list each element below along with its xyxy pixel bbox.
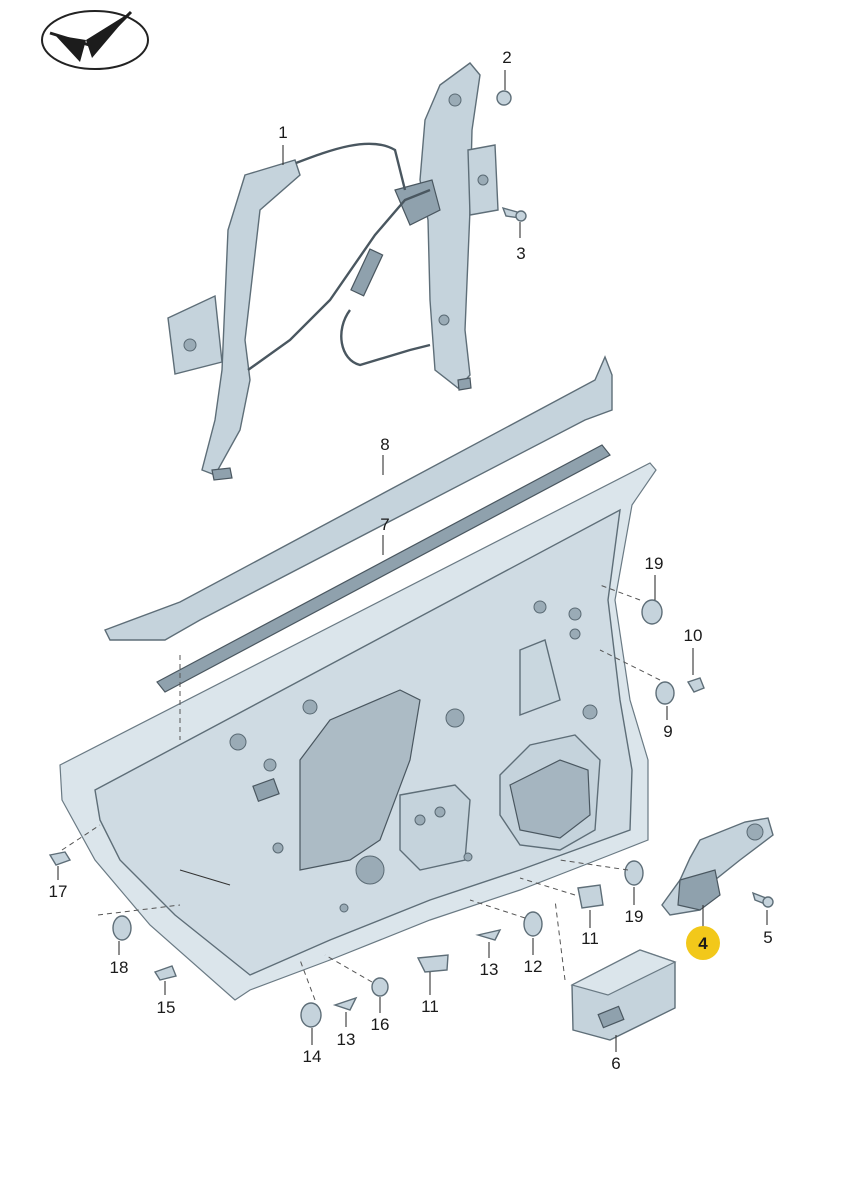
screw-part-5 — [751, 891, 774, 908]
callout-10: 10 — [684, 626, 703, 645]
callout-15: 15 — [157, 998, 176, 1017]
callout-14: 14 — [303, 1047, 322, 1066]
callout-17: 17 — [49, 882, 68, 901]
callout-9: 9 — [663, 722, 672, 741]
callout-2: 2 — [502, 48, 511, 67]
callout-8: 8 — [380, 435, 389, 454]
callout-4: 4 — [698, 934, 708, 953]
door-inner-panel — [59, 462, 657, 1001]
callout-1: 1 — [278, 123, 287, 142]
bolt-part-3 — [501, 206, 527, 222]
callout-3: 3 — [516, 244, 525, 263]
callout-4-highlight — [686, 926, 720, 960]
callout-5: 5 — [763, 928, 772, 947]
callout-11-right: 11 — [581, 929, 599, 948]
window-seal-outer — [104, 355, 613, 641]
callout-13-right: 13 — [480, 960, 499, 979]
control-module — [570, 949, 677, 1041]
callout-7: 7 — [380, 515, 389, 534]
nut-part-2 — [496, 90, 512, 106]
callout-13-left: 13 — [337, 1030, 356, 1049]
assembly-guide-lines — [61, 584, 661, 1001]
callout-6: 6 — [611, 1054, 620, 1073]
small-fasteners — [48, 599, 705, 1028]
callout-19-top: 19 — [645, 554, 664, 573]
logo-icon — [41, 10, 149, 70]
window-seal-inner — [156, 444, 611, 693]
callout-labels: 1 2 3 4 5 6 7 8 9 10 11 11 12 13 13 14 1… — [49, 48, 773, 1073]
callout-18: 18 — [110, 958, 129, 977]
leader-lines — [57, 70, 768, 1052]
window-motor — [661, 817, 774, 916]
window-regulator — [167, 62, 499, 481]
callout-11-left: 11 — [421, 997, 439, 1016]
callout-19-bottom: 19 — [625, 907, 644, 926]
callout-16: 16 — [371, 1015, 390, 1034]
callout-12: 12 — [524, 957, 543, 976]
